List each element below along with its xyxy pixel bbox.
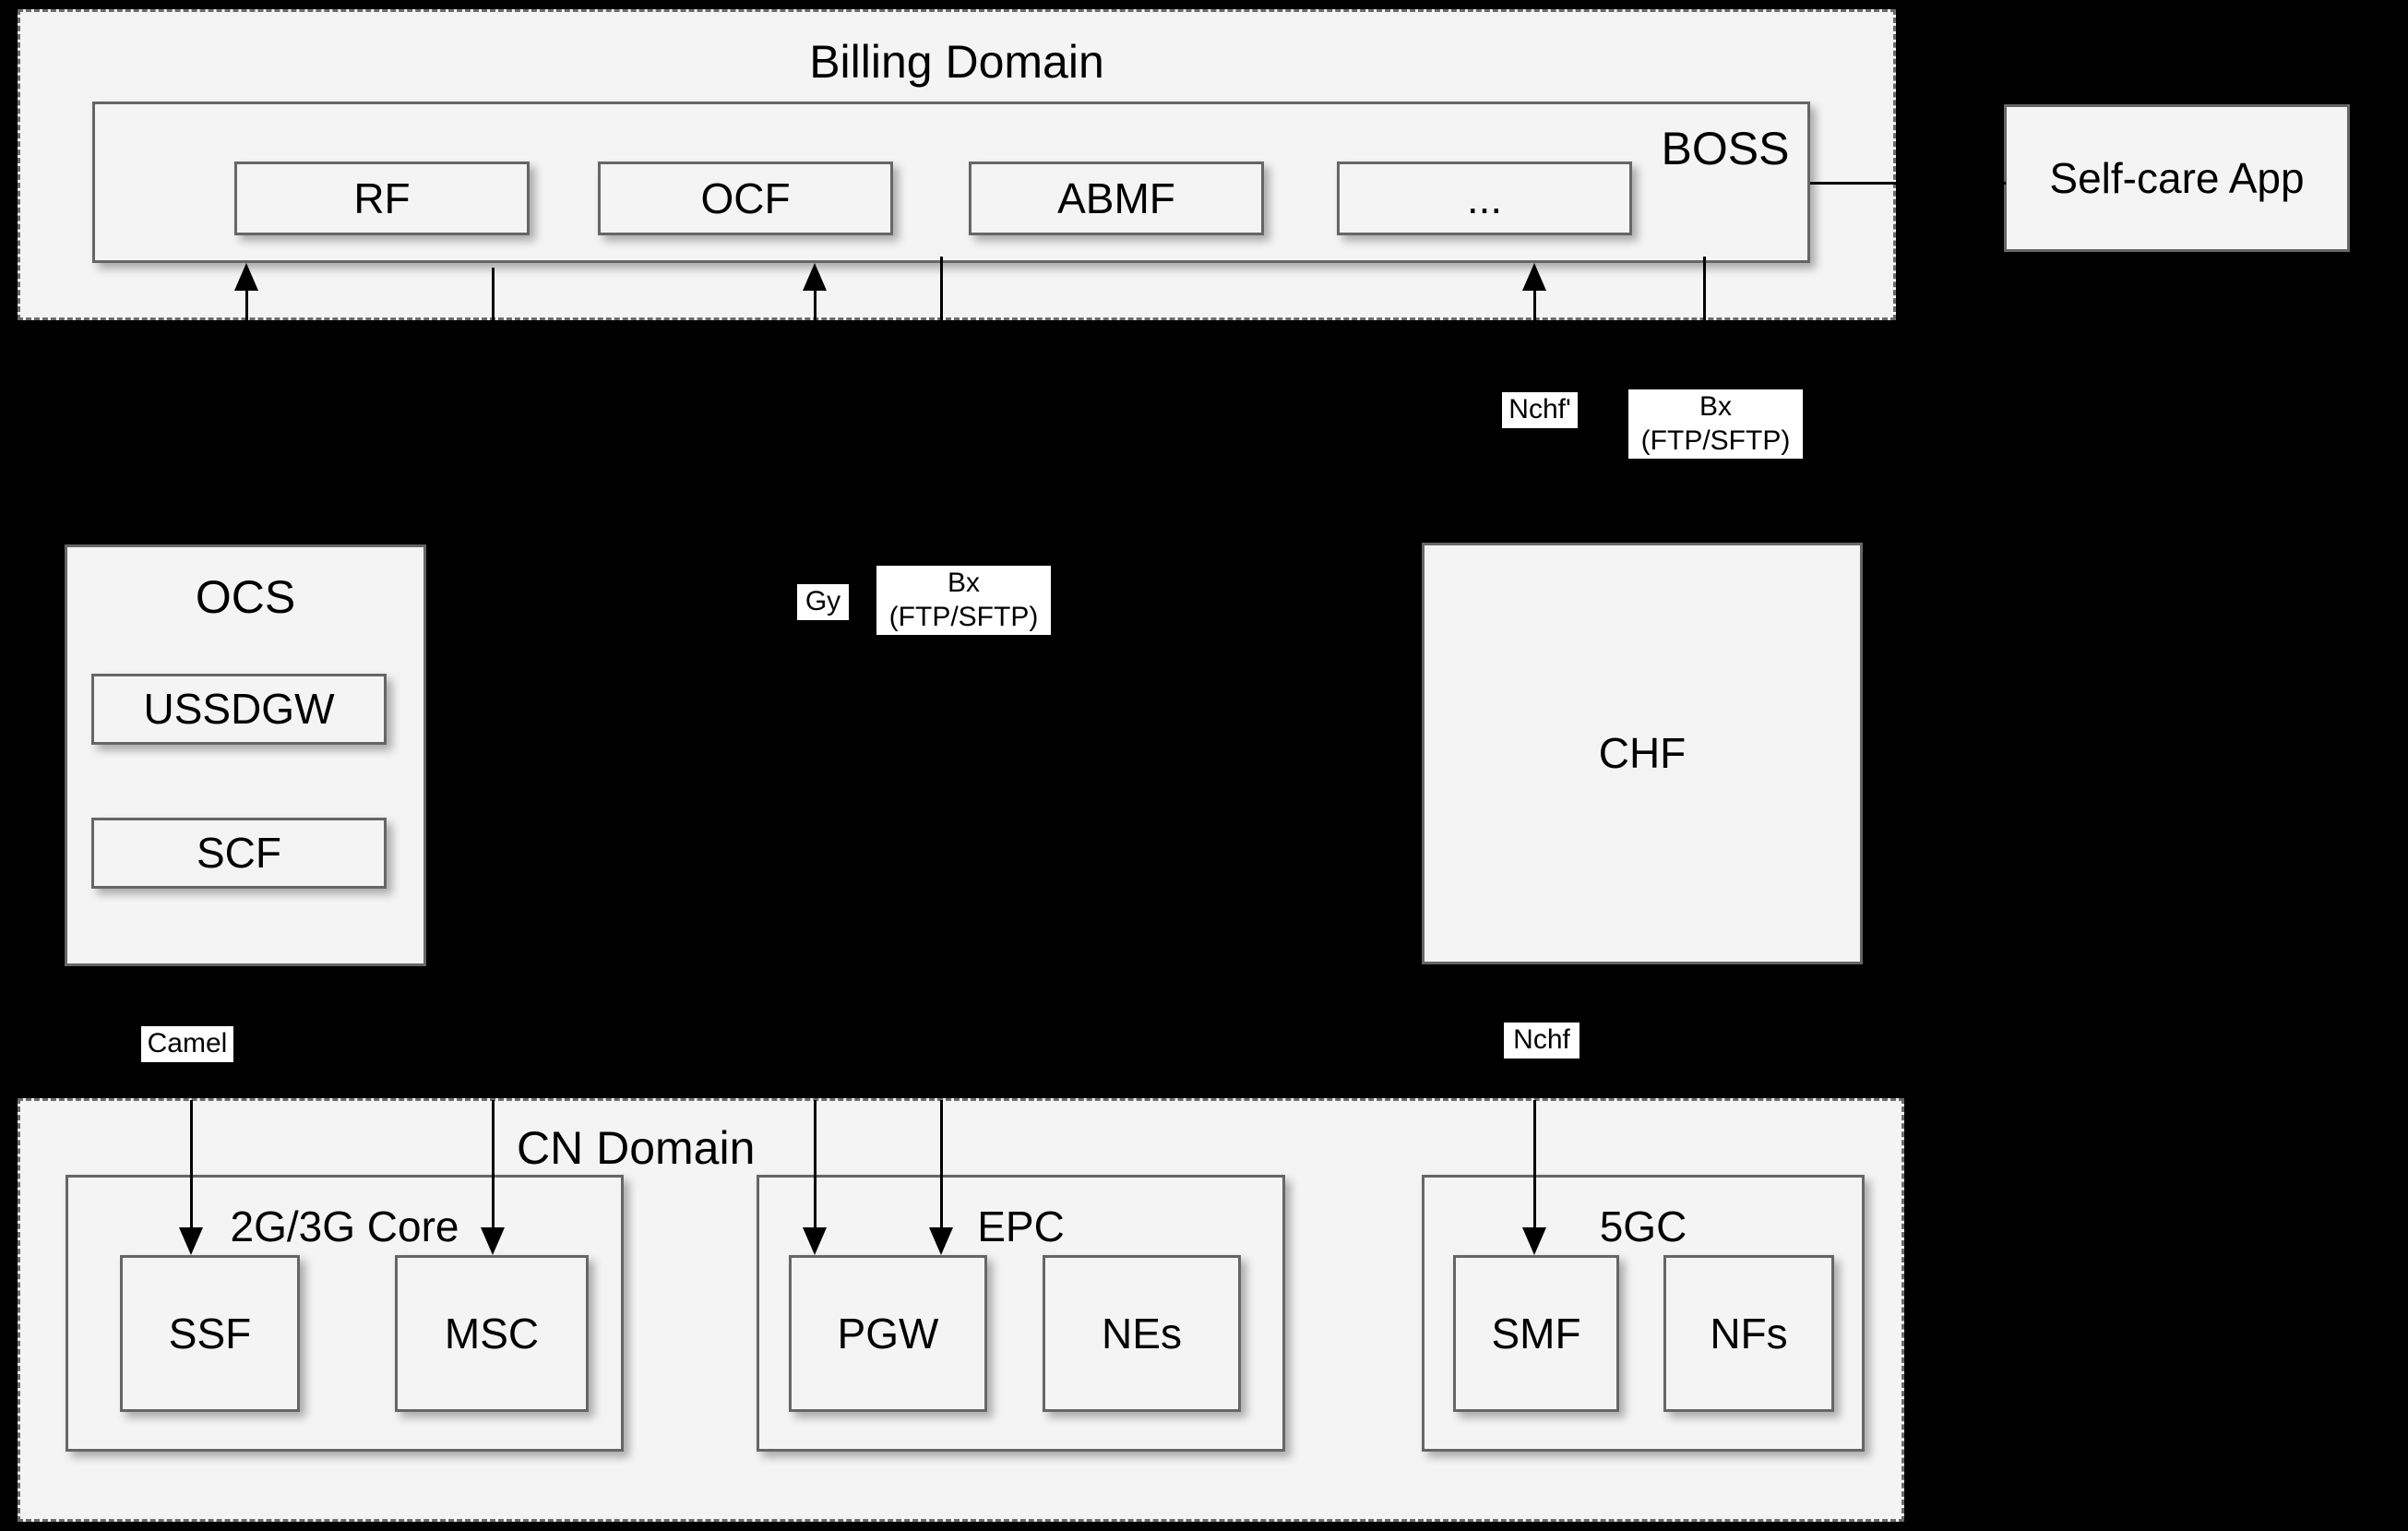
- node-ssf-label: SSF: [168, 1309, 252, 1358]
- boss-component-ocf-label: OCF: [700, 173, 791, 222]
- chf-node[interactable]: CHF: [1422, 543, 1863, 964]
- connector-boss-to-selfcare: [1810, 182, 2006, 185]
- connector-chf-to-boss-arrowhead: [1522, 263, 1546, 291]
- connector-pgw-to-abmf-arrowhead: [803, 263, 827, 291]
- self-care-app-node[interactable]: Self-care App: [2004, 104, 2350, 252]
- ocs-panel: [65, 544, 426, 966]
- ocs-title: OCS: [195, 571, 296, 623]
- node-smf-label: SMF: [1491, 1309, 1581, 1358]
- ocs-component-ussdgw[interactable]: USSDGW: [91, 674, 387, 745]
- label-bx-mid-line2: (FTP/SFTP): [888, 601, 1039, 632]
- connector-bx-mid-upper: [940, 257, 943, 321]
- connector-ssf-to-rf-upper: [245, 268, 248, 321]
- connector-msc-lower: [492, 1100, 495, 1241]
- label-nchf: Nchf: [1504, 1023, 1580, 1059]
- label-bx-mid: Bx (FTP/SFTP): [876, 566, 1051, 636]
- node-pgw[interactable]: PGW: [789, 1255, 987, 1412]
- connector-pgw-to-abmf-upper: [814, 268, 817, 321]
- connector-bx-upper-line: [1703, 257, 1706, 321]
- node-nes-label: NEs: [1102, 1309, 1182, 1358]
- label-bx-mid-line1: Bx: [947, 568, 980, 598]
- group-5gc-title: 5GC: [1599, 1202, 1687, 1250]
- label-camel: Camel: [141, 1026, 233, 1062]
- node-nfs[interactable]: NFs: [1663, 1255, 1834, 1412]
- billing-domain-title: Billing Domain: [809, 36, 1104, 88]
- ocs-component-ussdgw-label: USSDGW: [143, 685, 335, 734]
- connector-msc-arrowhead: [481, 1227, 505, 1255]
- connector-camel-ssf-arrowhead: [179, 1227, 203, 1255]
- group-2g3g-core-title: 2G/3G Core: [230, 1202, 459, 1250]
- boss-component-more-label: ...: [1466, 173, 1503, 222]
- connector-nchf-smf-arrowhead: [1522, 1227, 1546, 1255]
- label-nchf-prime: Nchf': [1502, 392, 1578, 428]
- connector-msc-upper: [492, 268, 495, 321]
- connector-bx-mid-lower: [940, 1100, 943, 1241]
- group-epc-title: EPC: [977, 1202, 1065, 1250]
- boss-component-rf-label: RF: [353, 173, 411, 222]
- node-nes[interactable]: NEs: [1043, 1255, 1241, 1412]
- node-msc[interactable]: MSC: [395, 1255, 589, 1412]
- connector-gy-pgw-arrowhead: [803, 1227, 827, 1255]
- ocs-component-scf-label: SCF: [197, 829, 281, 878]
- label-bx-upper-line2: (FTP/SFTP): [1640, 425, 1791, 456]
- boss-component-more[interactable]: ...: [1337, 161, 1632, 235]
- node-msc-label: MSC: [444, 1309, 540, 1358]
- connector-chf-to-boss-upper: [1533, 268, 1536, 321]
- ocs-component-scf[interactable]: SCF: [91, 818, 387, 889]
- connector-gy-pgw-lower: [814, 1100, 817, 1241]
- boss-component-ocf[interactable]: OCF: [598, 161, 893, 235]
- boss-component-rf[interactable]: RF: [234, 161, 530, 235]
- connector-ssf-to-rf-arrowhead: [234, 263, 258, 291]
- connector-camel-ssf-lower: [190, 1100, 193, 1241]
- connector-nchf-smf-lower: [1533, 1100, 1536, 1241]
- boss-title: BOSS: [1661, 123, 1790, 174]
- boss-component-abmf[interactable]: ABMF: [969, 161, 1264, 235]
- node-smf[interactable]: SMF: [1453, 1255, 1619, 1412]
- label-bx-upper: Bx (FTP/SFTP): [1628, 389, 1803, 460]
- node-nfs-label: NFs: [1710, 1309, 1788, 1358]
- connector-bx-mid-arrowhead: [929, 1227, 953, 1255]
- self-care-app-label: Self-care App: [2049, 153, 2305, 202]
- node-pgw-label: PGW: [837, 1309, 939, 1358]
- label-gy: Gy: [797, 584, 849, 620]
- boss-component-abmf-label: ABMF: [1057, 173, 1175, 222]
- label-bx-upper-line1: Bx: [1699, 391, 1732, 422]
- node-ssf[interactable]: SSF: [120, 1255, 300, 1412]
- cn-domain-title: CN Domain: [517, 1122, 756, 1174]
- chf-label: CHF: [1598, 729, 1687, 778]
